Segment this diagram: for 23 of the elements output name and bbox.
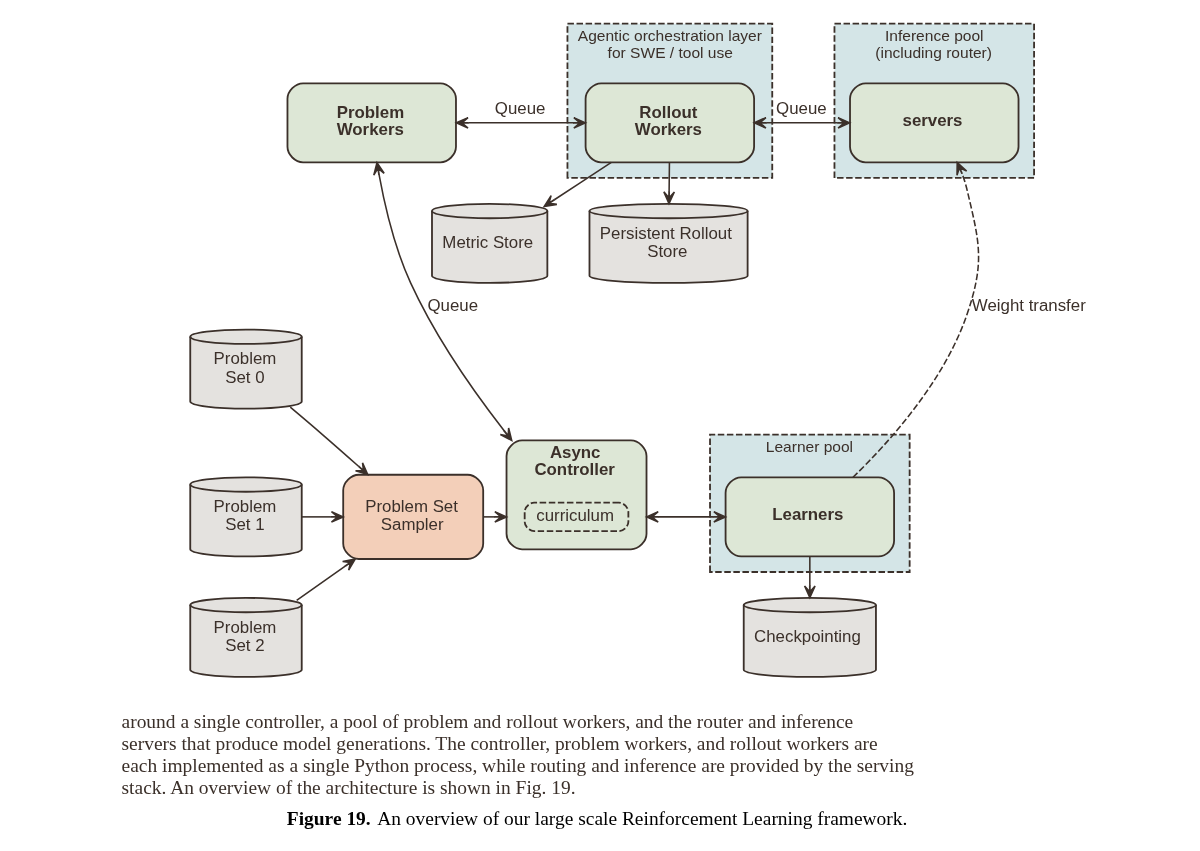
edge-label: Queue: [426, 295, 478, 315]
node-box: servers: [848, 82, 1019, 164]
caption: Figure 19. An overview of our large scale Reinforcement Learning framework.: [286, 807, 907, 829]
edge-label: Queue: [775, 99, 827, 119]
node-box: curriculum: [523, 501, 629, 533]
arrow: [289, 406, 369, 476]
node-box: Learners: [724, 476, 895, 558]
arrow: [295, 558, 356, 602]
arrow: [645, 510, 726, 523]
arrow: [662, 161, 675, 205]
arrow: [752, 116, 851, 129]
arrow: [455, 116, 586, 129]
node-box: Rollout Workers: [584, 82, 755, 164]
arrow: [372, 161, 512, 442]
arrow: [851, 161, 979, 478]
edge-label: Weight transfer: [971, 295, 1086, 315]
arrow: [300, 510, 344, 523]
edge-label: Queue: [494, 99, 545, 119]
node-box: Problem Set Sampler: [341, 473, 484, 560]
node-box: Problem Workers: [286, 82, 457, 164]
arrow: [482, 510, 507, 523]
label: around a single controller, a pool of problem and rollout workers, and the router and inference servers that produce model generations. The controller, problem workers, and rollout workers are each implemented as a single Python process, while routing and inference are provided by the serving stack. An overview of the architecture is shown in Fig. 19.: [121, 710, 914, 798]
arrow: [803, 555, 816, 599]
